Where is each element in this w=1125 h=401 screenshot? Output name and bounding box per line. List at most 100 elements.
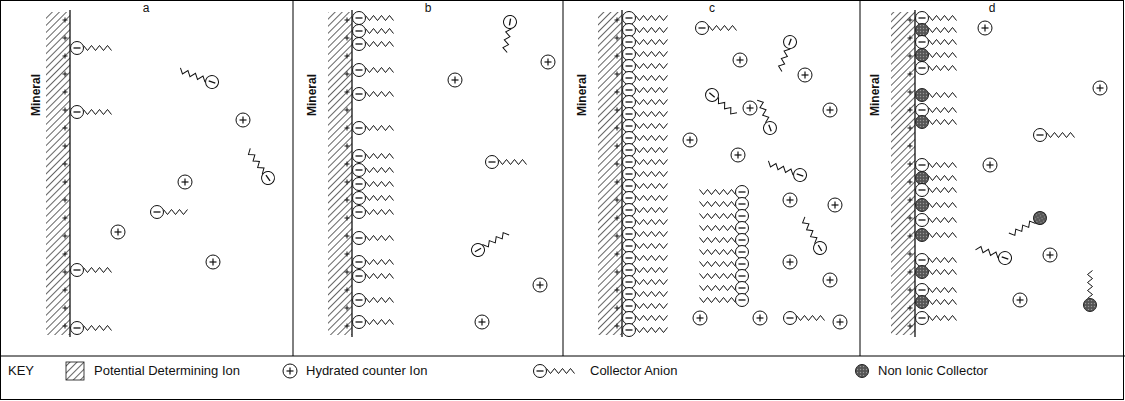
- collector-anion: [916, 254, 957, 267]
- non-ionic-head: [916, 199, 929, 212]
- anion-head: [916, 62, 929, 75]
- surface-charge: [347, 198, 348, 203]
- minus-sign: [797, 174, 804, 176]
- anion-head: [623, 24, 636, 37]
- counter-ion: [283, 364, 297, 378]
- minus-sign: [74, 111, 81, 112]
- anion-head: [623, 180, 636, 193]
- minus-sign: [266, 175, 270, 181]
- anion-head: [916, 12, 929, 25]
- surface-charge: [65, 126, 66, 131]
- minus-sign: [356, 299, 363, 300]
- counter-ion: [475, 315, 489, 329]
- minus-sign: [356, 197, 363, 198]
- molecules: [46, 10, 1107, 380]
- minus-sign: [626, 53, 633, 54]
- plus-sign: [481, 319, 482, 326]
- surface-charge: [617, 36, 618, 41]
- counter-ion-circle: [1043, 248, 1057, 262]
- collector-anion: [916, 104, 957, 117]
- minus-sign: [626, 293, 633, 294]
- hydrocarbon-tail: [366, 126, 394, 131]
- collector-anion: [623, 312, 668, 325]
- collector-anion: [700, 246, 749, 259]
- surface-charge: [65, 180, 66, 185]
- hydrocarbon-tail: [929, 163, 957, 168]
- plus-sign: [699, 315, 700, 322]
- anion-head: [703, 86, 721, 104]
- anion-head: [916, 214, 929, 227]
- anion-head: [623, 204, 636, 217]
- collector-anion: [353, 64, 394, 77]
- counter-ion: [731, 148, 745, 162]
- hydrocarbon-tail: [84, 326, 112, 331]
- collector-anion: [623, 300, 668, 313]
- surface-charge: [65, 36, 66, 41]
- hydrocarbon-tail: [709, 26, 737, 31]
- minus-sign: [154, 211, 161, 212]
- minus-sign: [919, 219, 926, 220]
- hydrocarbon-tail: [929, 288, 957, 293]
- anion-head: [151, 206, 164, 219]
- panel-divider: [563, 0, 564, 356]
- hydrocarbon-tail: [366, 92, 394, 97]
- minus-sign: [626, 281, 633, 282]
- minus-sign: [356, 69, 363, 70]
- minus-sign: [537, 370, 544, 371]
- collector-anion: [623, 216, 668, 229]
- surface-charge: [910, 198, 911, 203]
- hydrocarbon-tail: [636, 268, 668, 273]
- collector-anion: [1034, 129, 1075, 142]
- hydrocarbon-tail: [636, 28, 668, 33]
- anion-head: [353, 150, 366, 163]
- collector-anion: [623, 48, 668, 61]
- plus-sign: [834, 202, 835, 209]
- collector-anion: [700, 198, 749, 211]
- hydrocarbon-tail: [636, 136, 668, 141]
- counter-ion-circle: [783, 255, 797, 269]
- surface-charge: [65, 54, 66, 59]
- key-hatch-sample: [66, 362, 84, 380]
- collector-anion: [700, 234, 749, 247]
- anion-head: [736, 198, 749, 211]
- collector-anion: [623, 144, 668, 157]
- legend-text: Non Ionic Collector: [878, 364, 988, 378]
- minus-sign: [626, 125, 633, 126]
- surface-charge: [910, 252, 911, 257]
- surface-charge: [617, 90, 618, 95]
- anion-head: [204, 74, 221, 91]
- anion-head: [916, 104, 929, 117]
- hydrocarbon-tail: [482, 231, 509, 249]
- hydrocarbon-tail: [366, 196, 394, 201]
- minus-sign: [919, 109, 926, 110]
- counter-ion: [541, 55, 555, 69]
- hydrocarbon-tail: [700, 190, 736, 195]
- minus-sign: [626, 149, 633, 150]
- minus-sign: [626, 77, 633, 78]
- minus-sign: [739, 275, 746, 276]
- counter-ion-circle: [541, 55, 555, 69]
- panel-divider: [860, 0, 861, 356]
- counter-ion-circle: [823, 273, 837, 287]
- plus-sign: [804, 72, 805, 79]
- surface-charge: [65, 306, 66, 311]
- minus-sign: [769, 125, 771, 132]
- collector-anion: [700, 210, 749, 223]
- anion-head: [71, 42, 84, 55]
- minus-sign: [739, 263, 746, 264]
- minus-sign: [1037, 134, 1044, 135]
- hydrocarbon-tail: [797, 316, 825, 321]
- hydrocarbon-tail: [636, 232, 668, 237]
- surface-charge: [617, 108, 618, 113]
- surface-charge: [617, 270, 618, 275]
- legend-text: Hydrated counter Ion: [306, 364, 427, 378]
- non-ionic-collector: [916, 296, 957, 309]
- collector-anion: [151, 206, 188, 219]
- collector-anion: [623, 132, 668, 145]
- hydrocarbon-tail: [636, 52, 668, 57]
- collector-anion: [623, 180, 668, 193]
- minus-sign: [919, 67, 926, 68]
- collector-anion: [353, 38, 394, 51]
- hydrocarbon-tail: [929, 93, 957, 98]
- surface-charge: [347, 144, 348, 149]
